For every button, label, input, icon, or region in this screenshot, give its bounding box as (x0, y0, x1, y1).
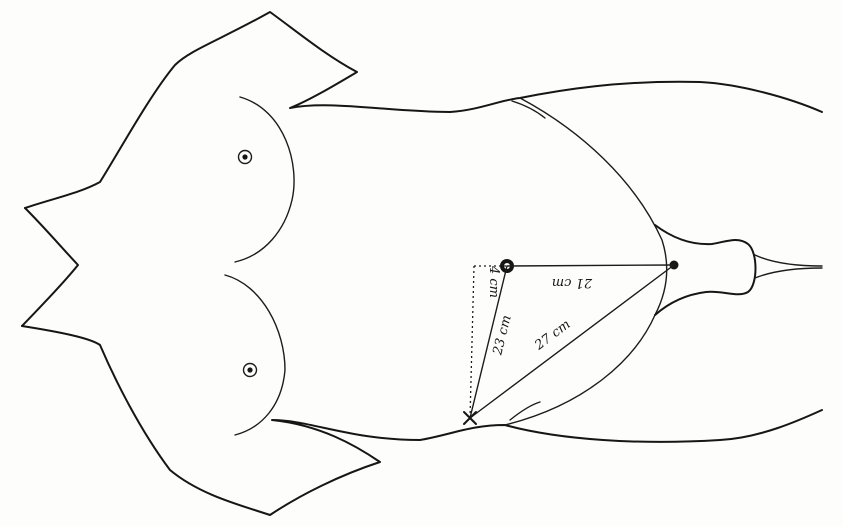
hip-shading-lower (510, 402, 540, 420)
label-21cm: 21 cm (552, 275, 593, 290)
cleft-line-2 (755, 268, 822, 278)
label-27cm: 27 cm (531, 317, 573, 354)
label-4cm: 4 cm (486, 265, 501, 298)
breast-upper-curve (235, 97, 294, 262)
nipple-upper-icon (239, 151, 252, 164)
cleft-line (755, 255, 822, 266)
genital-contour (655, 225, 756, 315)
nipple-lower-icon (244, 364, 257, 377)
abdomen-curve (505, 98, 667, 425)
breast-lower-curve (225, 275, 285, 435)
dotted-line-vertical (470, 266, 474, 418)
torso-outline-lower (22, 326, 822, 515)
neck-notch (22, 208, 78, 326)
torso-outline-upper (25, 12, 822, 208)
line-21cm (507, 265, 674, 266)
